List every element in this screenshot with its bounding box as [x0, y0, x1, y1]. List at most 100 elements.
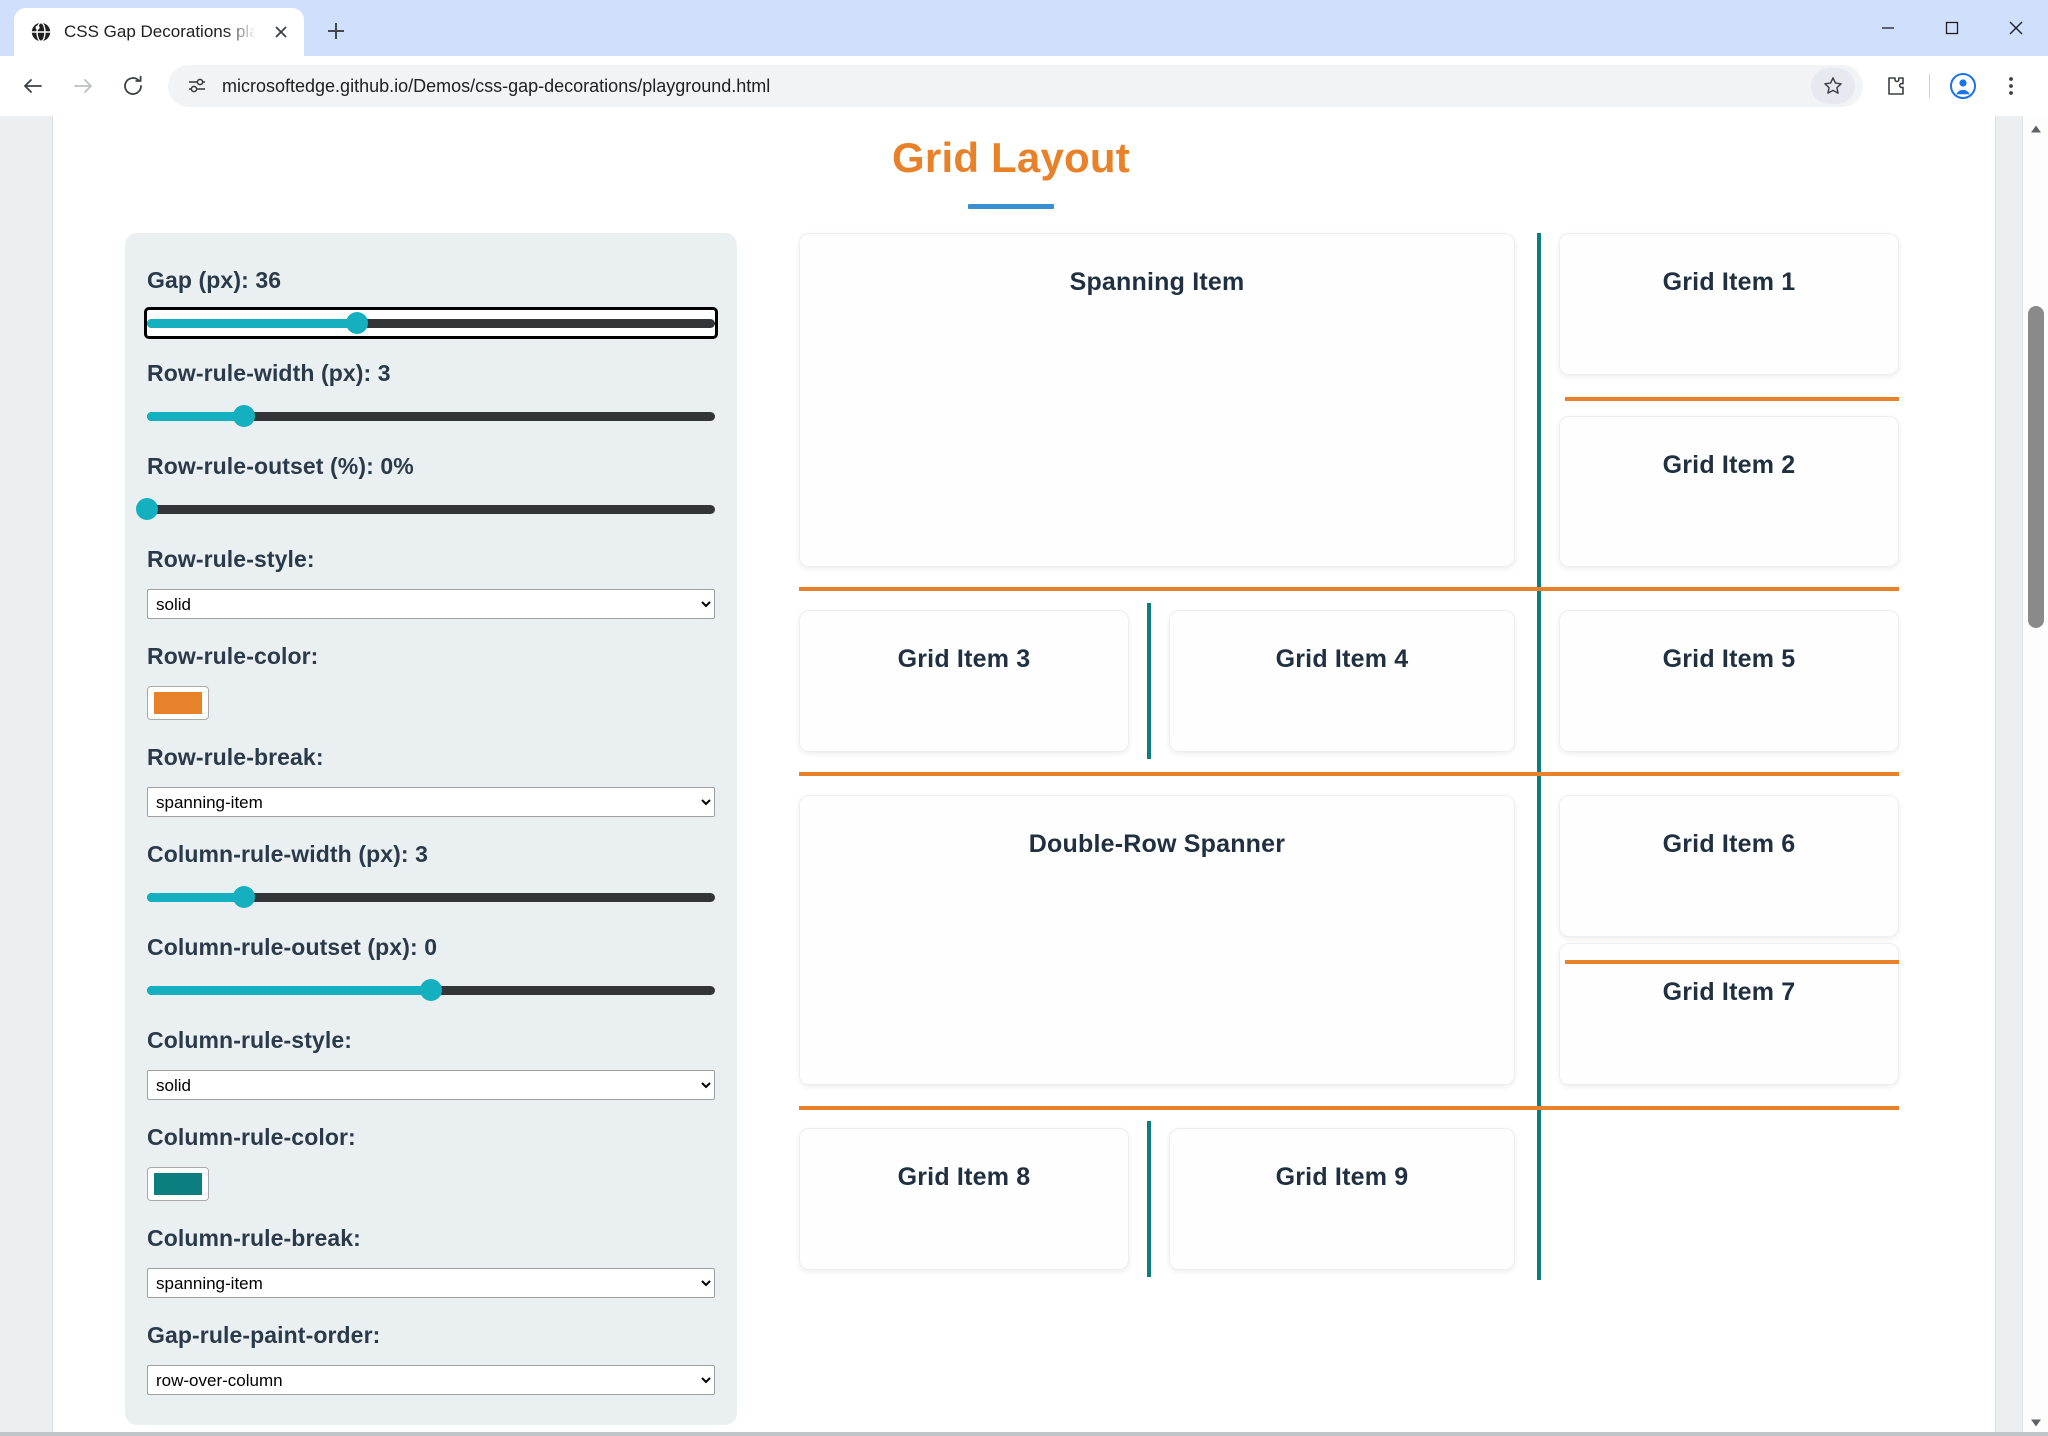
row-rule-1 — [1565, 397, 1899, 401]
window-close-icon[interactable] — [1984, 0, 2048, 56]
control-label: Row-rule-width (px): 3 — [147, 360, 391, 386]
grid-item: Grid Item 2 — [1559, 416, 1899, 567]
page-viewport: Grid Layout Gap (px): 36 Row-rule-width (… — [0, 116, 2048, 1436]
control-group-10: Column-rule-break:nonespanning-iteminter… — [147, 1225, 715, 1298]
grid-item: Grid Item 5 — [1559, 610, 1899, 752]
slider-fill — [147, 411, 244, 421]
window-controls — [1856, 0, 2048, 56]
range-slider[interactable] — [147, 403, 715, 429]
scroll-down-arrow-icon[interactable] — [2023, 1410, 2048, 1436]
minimize-icon[interactable] — [1856, 0, 1920, 56]
control-label: Row-rule-outset (%): 0% — [147, 453, 414, 479]
arrow-right-icon[interactable] — [60, 63, 106, 109]
column-rule-1 — [1537, 591, 1541, 772]
select-column-rule-break-[interactable]: nonespanning-itemintersection — [147, 1268, 715, 1298]
control-group-8: Column-rule-style:nonesoliddasheddottedd… — [147, 1027, 715, 1100]
slider-thumb[interactable] — [232, 405, 255, 427]
control-label: Column-rule-width (px): 3 — [147, 841, 429, 867]
browser-tab[interactable]: CSS Gap Decorations playground — [14, 8, 304, 56]
reload-icon[interactable] — [110, 63, 156, 109]
site-settings-icon[interactable] — [184, 73, 210, 99]
slider-thumb[interactable] — [420, 979, 442, 1001]
grid-item-label: Grid Item 8 — [897, 1163, 1031, 1191]
control-label: Gap (px): 36 — [147, 267, 282, 293]
extensions-puzzle-icon[interactable] — [1873, 63, 1919, 109]
control-label: Column-rule-color: — [147, 1124, 356, 1150]
three-dot-menu-icon[interactable] — [1988, 63, 2034, 109]
control-label: Column-rule-outset (px): 0 — [147, 934, 438, 960]
slider-track — [147, 411, 715, 421]
star-icon[interactable] — [1811, 68, 1855, 104]
grid-item-label: Grid Item 7 — [1662, 978, 1796, 1006]
grid-item: Grid Item 6 — [1559, 795, 1899, 937]
column-rule-4 — [1537, 1110, 1541, 1280]
control-label: Row-rule-style: — [147, 546, 315, 572]
select-column-rule-style-[interactable]: nonesoliddasheddotteddoublegrooveridgein… — [147, 1070, 715, 1100]
range-slider[interactable] — [147, 884, 715, 910]
grid-item: Grid Item 3 — [799, 610, 1129, 752]
globe-icon — [30, 21, 52, 43]
control-group-5: Row-rule-break:nonespanning-itemintersec… — [147, 744, 715, 817]
window-bottom-edge — [0, 1432, 2048, 1436]
toolbar-right-actions — [1867, 63, 2034, 109]
slider-track — [147, 318, 715, 328]
select-row-rule-break-[interactable]: nonespanning-itemintersection — [147, 787, 715, 817]
column-rule-3 — [1537, 776, 1541, 1106]
controls-panel: Gap (px): 36 Row-rule-width (px): 3 Row-ru… — [125, 233, 737, 1425]
slider-track — [147, 892, 715, 902]
vertical-scrollbar[interactable] — [2022, 116, 2048, 1436]
range-slider[interactable] — [144, 307, 718, 339]
scroll-up-arrow-icon[interactable] — [2023, 116, 2048, 142]
grid-item-label: Grid Item 6 — [1662, 830, 1796, 858]
slider-thumb[interactable] — [232, 886, 255, 908]
scrollbar-thumb[interactable] — [2028, 306, 2044, 628]
grid-item-label: Grid Item 5 — [1662, 645, 1796, 673]
control-label: Row-rule-color: — [147, 643, 319, 669]
control-group-0: Gap (px): 36 — [144, 267, 718, 339]
maximize-icon[interactable] — [1920, 0, 1984, 56]
row-rule-2 — [799, 772, 1899, 776]
url-text: microsoftedge.github.io/Demos/css-gap-de… — [222, 75, 771, 96]
control-group-4: Row-rule-color: — [147, 643, 715, 720]
address-bar[interactable]: microsoftedge.github.io/Demos/css-gap-de… — [168, 65, 1863, 107]
grid-item-label: Grid Item 9 — [1275, 1163, 1409, 1191]
slider-thumb[interactable] — [136, 498, 158, 520]
new-tab-button[interactable] — [314, 9, 358, 53]
title-underline — [968, 204, 1054, 209]
range-slider[interactable] — [147, 977, 715, 1003]
select-gap-rule-paint-order-[interactable]: row-over-columncolumn-over-row — [147, 1365, 715, 1395]
grid-item: Grid Item 9 — [1169, 1128, 1515, 1270]
color-picker-swatch[interactable] — [147, 686, 209, 720]
slider-fill — [147, 892, 244, 902]
color-value — [154, 1173, 202, 1195]
close-icon[interactable] — [268, 19, 294, 45]
control-group-1: Row-rule-width (px): 3 — [147, 360, 715, 429]
arrow-left-icon[interactable] — [10, 63, 56, 109]
color-value — [154, 692, 202, 714]
select-row-rule-style-[interactable]: nonesoliddasheddotteddoublegrooveridgein… — [147, 589, 715, 619]
control-group-3: Row-rule-style: nonesoliddasheddotteddoub… — [147, 546, 715, 619]
page-title: Grid Layout — [892, 134, 1130, 181]
tab-title: CSS Gap Decorations playground — [64, 22, 256, 41]
column-rule-0 — [1537, 233, 1541, 587]
profile-avatar-icon[interactable] — [1940, 63, 1986, 109]
grid-item-label: Double-Row Spanner — [1028, 830, 1286, 858]
row-rule-0 — [799, 587, 1899, 591]
color-picker-swatch[interactable] — [147, 1167, 209, 1201]
control-group-11: Gap-rule-paint-order: row-over-columncolu… — [147, 1322, 715, 1395]
control-group-9: Column-rule-color: — [147, 1124, 715, 1201]
page-frame: Grid Layout Gap (px): 36 Row-rule-width (… — [52, 116, 1996, 1436]
browser-toolbar: microsoftedge.github.io/Demos/css-gap-de… — [0, 56, 2048, 116]
tab-strip: CSS Gap Decorations playground — [0, 0, 2048, 56]
page-content: Grid Layout Gap (px): 36 Row-rule-width (… — [53, 116, 1969, 1436]
control-group-6: Column-rule-width (px): 3 — [147, 841, 715, 910]
control-label: Gap-rule-paint-order: — [147, 1322, 381, 1348]
grid-item-label: Grid Item 2 — [1662, 451, 1796, 479]
slider-thumb[interactable] — [346, 312, 369, 334]
grid-item: Spanning Item — [799, 233, 1515, 567]
range-slider[interactable] — [136, 496, 715, 522]
slider-fill — [147, 318, 358, 328]
grid-item-label: Spanning Item — [1069, 268, 1245, 296]
